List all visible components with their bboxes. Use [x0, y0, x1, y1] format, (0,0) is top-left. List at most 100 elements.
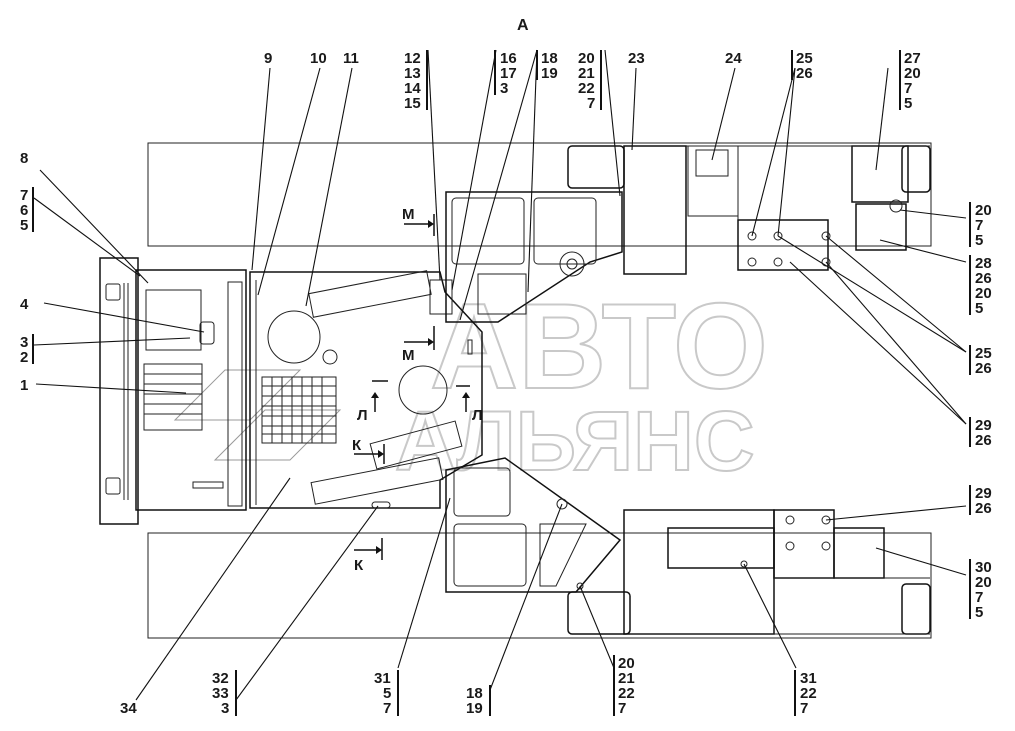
callout-23: 23	[628, 50, 645, 67]
cab-lock	[199, 321, 215, 345]
callout-27-l3: 7	[904, 80, 912, 97]
callout-12-l3: 14	[404, 80, 421, 97]
callout-b20-l3: 22	[618, 685, 635, 702]
callout-b31-l3: 7	[800, 700, 808, 717]
callout-b18-l1: 18	[466, 685, 483, 702]
callout-7-l3: 5	[20, 217, 28, 234]
lower-hood	[445, 457, 622, 593]
cab-handle	[192, 481, 224, 489]
callout-18-l1: 18	[541, 50, 558, 67]
callout-r25-l1: 25	[975, 345, 992, 362]
callout-r29b-l1: 29	[975, 485, 992, 502]
lower-compartment	[445, 457, 622, 593]
callout-7-l1: 7	[20, 187, 28, 204]
section-mark-m-bottom: М	[402, 347, 415, 364]
callout-31-l2: 5	[383, 685, 391, 702]
callout-16-l2: 17	[500, 65, 517, 82]
upper-hood	[445, 191, 623, 323]
lower-hatch-left	[453, 523, 527, 587]
small-port	[322, 349, 338, 365]
callout-7-l2: 6	[20, 202, 28, 219]
callout-20-l4: 7	[587, 95, 595, 112]
foot-grate	[369, 420, 463, 470]
lower-hatch-top	[453, 467, 511, 517]
mount-plate-left	[737, 219, 829, 271]
callout-25-l1: 25	[796, 50, 813, 67]
upper-compartment	[445, 191, 623, 323]
cab-latch-top	[105, 283, 121, 301]
callout-r28-l4: 5	[975, 300, 983, 317]
callout-b20-l2: 21	[618, 670, 635, 687]
lower-cylinder	[833, 527, 885, 579]
callout-20-l3: 22	[578, 80, 595, 97]
fuel-filler	[267, 310, 321, 364]
section-mark-m-top: М	[402, 206, 415, 223]
callout-r28-l3: 20	[975, 285, 992, 302]
callout-b18-l2: 19	[466, 700, 483, 717]
callout-16-l1: 16	[500, 50, 517, 67]
seat-turntable	[398, 365, 448, 415]
callout-27-l4: 5	[904, 95, 912, 112]
callout-r30-l2: 20	[975, 574, 992, 591]
callout-9: 9	[264, 50, 272, 67]
cab-radiator	[143, 363, 203, 431]
callout-32-l2: 33	[212, 685, 229, 702]
callout-b31-l2: 22	[800, 685, 817, 702]
track-top	[147, 142, 932, 247]
callout-r25-l2: 26	[975, 360, 992, 377]
callout-10: 10	[310, 50, 327, 67]
callout-3-l2: 2	[20, 349, 28, 366]
callout-b20-l1: 20	[618, 655, 635, 672]
section-mark-l-left: Л	[357, 407, 368, 424]
cab-panel	[135, 269, 247, 511]
watermark-logo	[173, 369, 342, 461]
watermark: АВТО АЛЬЯНС	[173, 277, 769, 489]
watermark-line1: АВТО	[430, 278, 768, 414]
callout-4: 4	[20, 296, 29, 313]
engine-pulley	[559, 251, 585, 277]
hydraulic-tank	[855, 203, 907, 251]
upper-hatch-right	[533, 197, 597, 265]
callout-31-l3: 7	[383, 700, 391, 717]
callout-32-l1: 32	[212, 670, 229, 687]
section-mark-k-bottom: К	[354, 557, 364, 574]
cab-latch-bottom	[105, 477, 121, 495]
callout-r29a-l2: 26	[975, 432, 992, 449]
callout-32-l3: 3	[221, 700, 229, 717]
hinge	[371, 501, 391, 509]
mount-plate-right	[773, 509, 835, 579]
callout-labels: 9 10 11 12 13 14 15 16 17 3 18 19 20 21 …	[20, 50, 992, 717]
floor-grate	[261, 376, 337, 444]
section-mark-k-top: К	[352, 437, 362, 454]
leader-lines	[33, 49, 967, 701]
callout-r30-l1: 30	[975, 559, 992, 576]
lower-left-fender	[567, 591, 631, 635]
callout-8: 8	[20, 150, 28, 167]
callout-1: 1	[20, 377, 28, 394]
engine-block	[623, 145, 687, 275]
callout-11: 11	[343, 50, 359, 67]
upper-handrail	[308, 270, 432, 318]
upper-right-fender	[901, 145, 931, 193]
callout-r28-l2: 26	[975, 270, 992, 287]
callout-r28-l1: 28	[975, 255, 992, 272]
upper-hatch-left	[451, 197, 525, 265]
lower-handrail	[310, 457, 444, 505]
callout-b31-l1: 31	[800, 670, 817, 687]
callout-r20-l3: 5	[975, 232, 983, 249]
callout-16-l3: 3	[500, 80, 508, 97]
view-label: А	[517, 17, 529, 34]
callout-20-l1: 20	[578, 50, 595, 67]
callout-r30-l4: 5	[975, 604, 983, 621]
callout-34: 34	[120, 700, 137, 717]
callout-12-l2: 13	[404, 65, 421, 82]
callout-r20-l2: 7	[975, 217, 983, 234]
battery-box	[477, 273, 527, 315]
pin	[467, 339, 473, 355]
callout-25-l2: 26	[796, 65, 813, 82]
lower-hatch-right	[539, 523, 587, 587]
cab-block	[99, 257, 247, 525]
callout-r30-l3: 7	[975, 589, 983, 606]
bracket-12	[429, 279, 453, 315]
